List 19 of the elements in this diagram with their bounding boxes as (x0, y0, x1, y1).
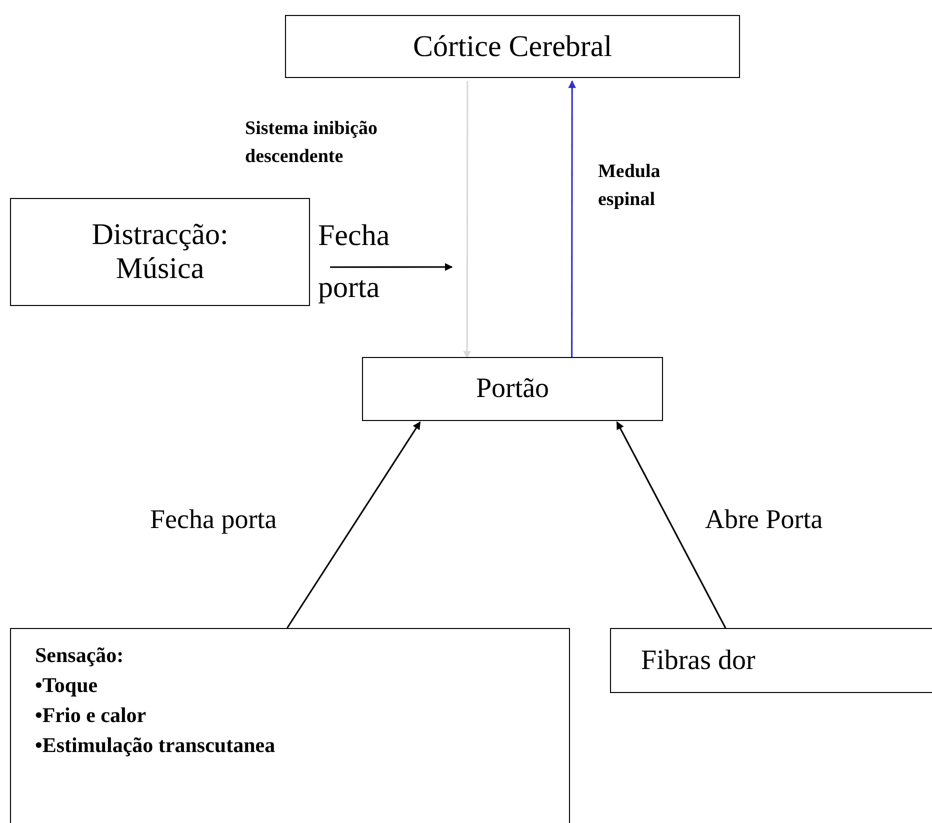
node-label: Portão (476, 373, 550, 405)
list-item: •Frio e calor (35, 703, 146, 728)
node-label: Distracção: Música (90, 218, 230, 286)
process-box (10, 198, 310, 306)
list-item: •Estimulação transcutanea (35, 733, 276, 758)
arrow (616, 421, 726, 628)
process-box (362, 357, 663, 421)
node-label: Córtice Cerebral (412, 30, 612, 64)
arrow (568, 80, 576, 358)
node-label: Fibras dor (641, 644, 756, 676)
heading: Sensação: (35, 643, 124, 668)
edge-label: Fecha porta (318, 218, 391, 306)
process-box (610, 628, 932, 693)
list-item: •Toque (35, 673, 98, 698)
arrow (463, 81, 472, 359)
process-box (10, 628, 570, 823)
arrow (286, 421, 421, 628)
arrow (330, 263, 453, 271)
process-box (285, 15, 740, 78)
